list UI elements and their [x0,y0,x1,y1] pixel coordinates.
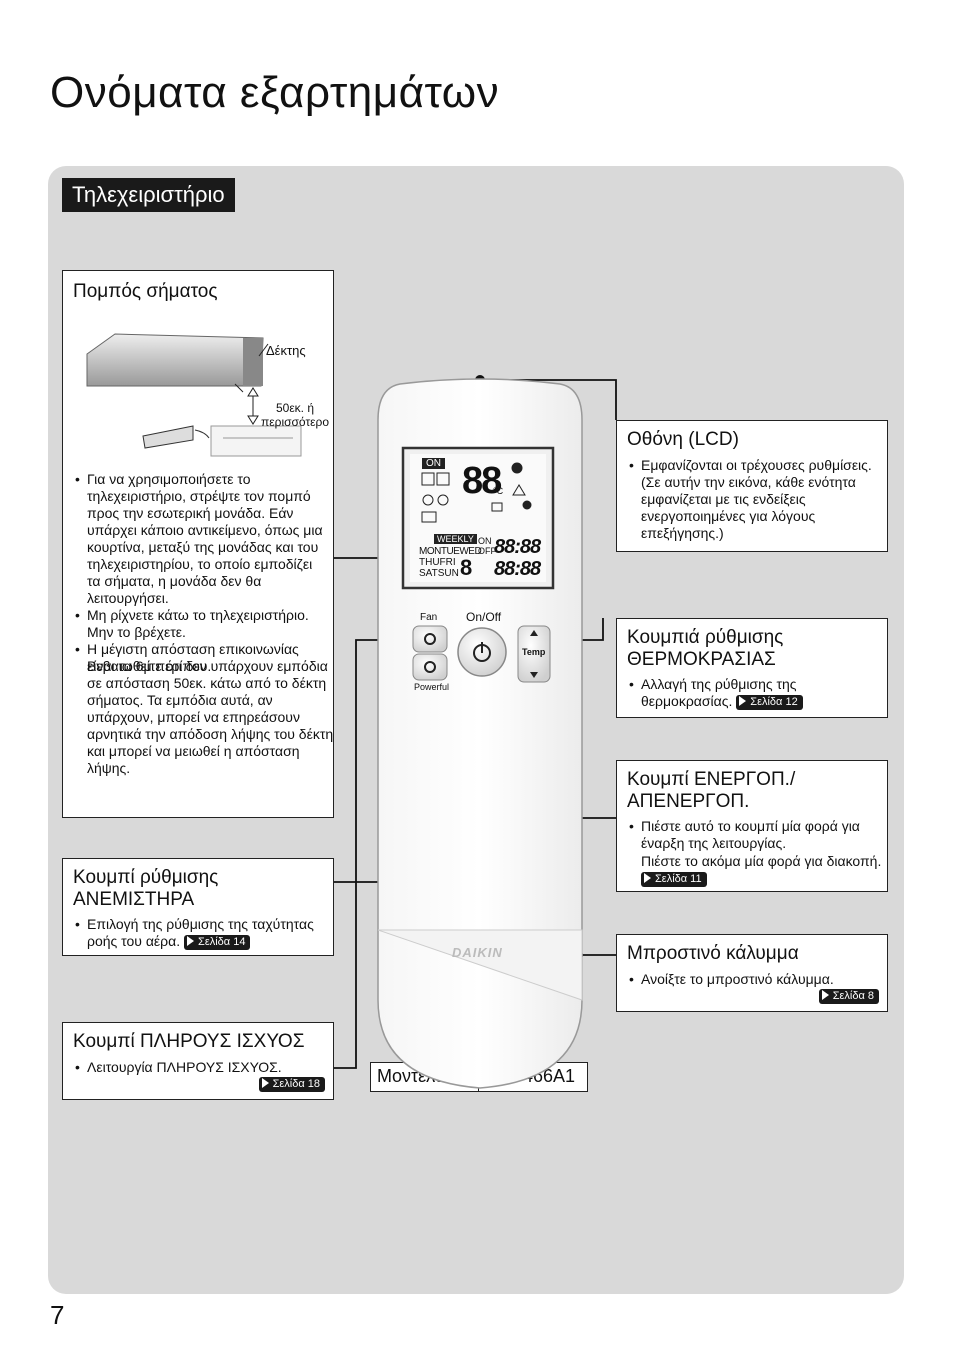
lcd-title: Οθόνη (LCD) [627,429,739,450]
transmitter-note: Βεβαιωθείτε ότι δεν υπάρχουν εμπόδια σε … [87,658,334,776]
onoff-button-page-ref-label: Σελίδα 11 [655,873,702,885]
powerful-button-bullet: Λειτουργία ΠΛΗΡΟΥΣ ΙΣΧΥΟΣ. [73,1059,331,1076]
lcd-temp-digits: 88 [462,460,502,502]
lcd-weekly: WEEKLY [434,534,477,544]
lcd-bullets: Εμφανίζονται οι τρέχουσες ρυθμίσεις. [627,457,885,474]
onoff-button-title-line-1: Κουμπί ΕΝΕΡΓΟΠ./ [627,769,796,790]
lcd-on-indicator: ON [422,458,445,469]
page-title: Ονόματα εξαρτημάτων [50,68,500,117]
temp-button-page-ref-label: Σελίδα 12 [750,696,798,708]
temp-button-bullet-line-1: Αλλαγή της ρύθμισης της [641,676,797,692]
remote-onoff-label: On/Off [466,610,502,624]
lcd-time-2: 88:88 [494,558,541,580]
onoff-button-note: Πιέστε το ακόμα μία φορά για διακοπή. Σε… [627,853,891,887]
temp-buttons [517,625,551,683]
onoff-button-box: Κουμπί ΕΝΕΡΓΟΠ./ ΑΠΕΝΕΡΓΟΠ. Πιέστε αυτό … [616,760,888,892]
remote-brand-logo: DAIKIN [452,945,503,960]
lcd-time-1: 88:88 [494,536,541,558]
temp-button-bullet-line-2: θερμοκρασίας. [641,693,733,709]
fan-button-bullet: Επιλογή της ρύθμισης της ταχύτητας ροής … [73,916,331,950]
temp-button-title-line-2: ΘΕΡΜΟΚΡΑΣΙΑΣ [627,649,776,670]
lcd-timer-on: ON [478,536,492,546]
fan-button-page-ref[interactable]: Σελίδα 14 [184,935,251,950]
lcd-timer-off: OFF [478,546,496,556]
powerful-button-title: Κουμπί ΠΛΗΡΟΥΣ ΙΣΧΥΟΣ [73,1031,305,1052]
front-cover-box: Μπροστινό κάλυμμα Ανοίξτε το μπροστινό κ… [616,934,888,1012]
transmitter-bullets: Για να χρησιμοποιήσετε το τηλεχειριστήρι… [73,471,327,675]
lcd-icons [421,462,532,523]
receiver-label: Δέκτης [266,343,306,358]
transmitter-bullet: Για να χρησιμοποιήσετε το τηλεχειριστήρι… [73,471,327,607]
indoor-unit-illustration [86,333,302,457]
distance-label: 50εκ. ή περισσότερο [261,401,329,429]
arrow-right-icon [261,1078,269,1088]
fan-button-bullet-line-1: Επιλογή της ρύθμισης της ταχύτητας [87,916,314,932]
distance-label-line-1: 50εκ. ή [275,401,315,415]
distance-label-line-2: περισσότερο [261,415,330,429]
powerful-button-page-ref-label: Σελίδα 18 [272,1078,320,1090]
page-number: 7 [50,1300,65,1330]
temp-button-title-line-1: Κουμπιά ρύθμισης [627,627,784,648]
remote-powerful-label: Powerful [414,682,450,692]
fan-button-box: Κουμπί ρύθμισης ΑΝΕΜΙΣΤΗΡΑ Επιλογή της ρ… [62,858,334,956]
remote-fan-label: Fan [420,612,438,623]
powerful-button [412,653,448,681]
lcd-box: Οθόνη (LCD) Εμφανίζονται οι τρέχουσες ρυ… [616,420,888,552]
lcd-days-line-1: MONTUEWED [419,546,482,557]
arrow-right-icon [644,873,651,883]
fan-button-page-ref-label: Σελίδα 14 [198,936,246,948]
arrow-right-icon [187,936,195,946]
front-cover-page-ref[interactable]: Σελίδα 8 [818,989,879,1004]
temp-button-box: Κουμπιά ρύθμισης ΘΕΡΜΟΚΡΑΣΙΑΣ Αλλαγή της… [616,618,888,718]
remote-temp-label: Temp [522,647,546,657]
lcd-day-digit: 8 [460,555,473,580]
fan-button [412,625,448,653]
transmitter-bullet: Μη ρίχνετε κάτω το τηλεχειριστήριο. Μην … [73,607,327,641]
lcd-bullet: Εμφανίζονται οι τρέχουσες ρυθμίσεις. [627,457,885,474]
transmitter-box: Πομπός σήματος Δέκτης 50εκ. ή περισσότερ… [62,270,334,818]
lcd-days-line-3: SATSUN [419,568,459,579]
fan-button-bullets: Επιλογή της ρύθμισης της ταχύτητας ροής … [73,916,331,950]
temp-button-bullet: Αλλαγή της ρύθμισης της θερμοκρασίας. Σε… [627,676,885,710]
temp-button-title: Κουμπιά ρύθμισης ΘΕΡΜΟΚΡΑΣΙΑΣ [627,627,783,671]
fan-button-title-line-1: Κουμπί ρύθμισης [73,867,219,888]
front-cover-page-ref-label: Σελίδα 8 [832,990,874,1002]
onoff-button-bullet: Πιέστε αυτό το κουμπί μία φορά για έναρξ… [627,818,883,852]
temp-button-bullets: Αλλαγή της ρύθμισης της θερμοκρασίας. Σε… [627,676,885,710]
fan-button-title-line-2: ΑΝΕΜΙΣΤΗΡΑ [73,889,195,910]
section-title: Τηλεχειριστήριο [62,178,235,212]
lcd-temp-unit: °C [493,486,504,496]
onoff-button-title-line-2: ΑΠΕΝΕΡΓΟΠ. [627,791,750,812]
fan-button-bullet-line-2: ροής του αέρα. [87,933,181,949]
transmitter-title: Πομπός σήματος [73,281,218,302]
onoff-button-bullets: Πιέστε αυτό το κουμπί μία φορά για έναρξ… [627,818,883,852]
front-cover-title: Μπροστινό κάλυμμα [627,943,799,964]
lcd-days-line-2: THUFRI [419,557,456,568]
lcd-note: (Σε αυτήν την εικόνα, κάθε ενότητα εμφαν… [641,474,856,541]
front-cover-bullets: Ανοίξτε το μπροστινό κάλυμμα. [627,971,885,988]
powerful-button-bullets: Λειτουργία ΠΛΗΡΟΥΣ ΙΣΧΥΟΣ. [73,1059,331,1076]
powerful-button-box: Κουμπί ΠΛΗΡΟΥΣ ΙΣΧΥΟΣ Λειτουργία ΠΛΗΡΟΥΣ… [62,1022,334,1100]
temp-button-page-ref[interactable]: Σελίδα 12 [736,695,803,710]
onoff-button-note-text: Πιέστε το ακόμα μία φορά για διακοπή. [641,853,882,869]
fan-button-title: Κουμπί ρύθμισης ΑΝΕΜΙΣΤΗΡΑ [73,867,218,911]
transmitter-bullet: Η μέγιστη απόσταση επικοινωνίας είναι τα… [73,641,327,675]
front-cover-edge [377,929,583,1001]
onoff-button-page-ref[interactable]: Σελίδα 11 [641,872,707,887]
powerful-button-page-ref[interactable]: Σελίδα 18 [258,1077,325,1092]
arrow-right-icon [739,696,747,706]
front-cover-bullet: Ανοίξτε το μπροστινό κάλυμμα. [627,971,885,988]
arrow-right-icon [821,990,829,1000]
onoff-button-title: Κουμπί ΕΝΕΡΓΟΠ./ ΑΠΕΝΕΡΓΟΠ. [627,769,795,813]
